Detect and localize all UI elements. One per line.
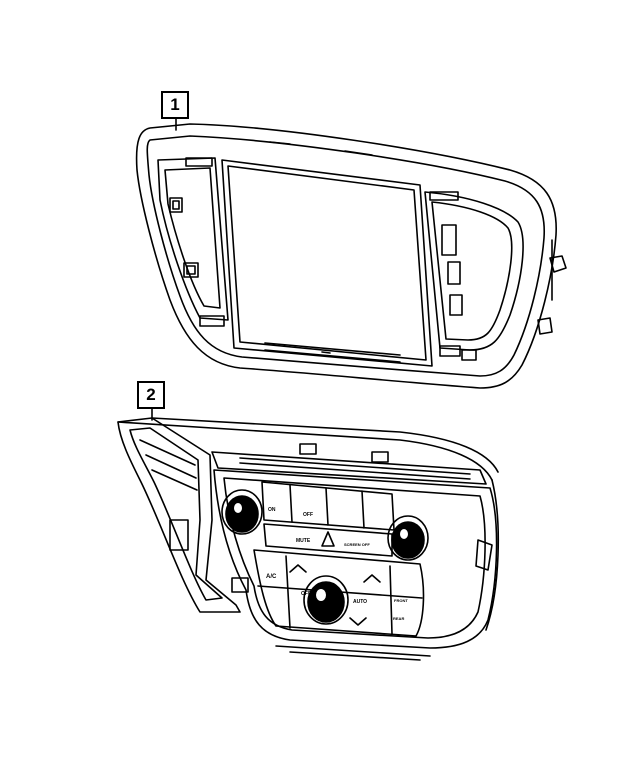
climate-divider-2 [389, 565, 393, 635]
housing-rib-3 [151, 469, 198, 491]
vent-grille [211, 451, 487, 485]
bezel-left-opening-inner [164, 167, 221, 309]
bezel-part [135, 118, 567, 389]
left-clip-lower [183, 262, 199, 278]
housing-slot [169, 519, 189, 551]
button-label-rear: REAR [393, 616, 404, 621]
screen-lower-notch [321, 351, 331, 354]
climate-block [253, 549, 425, 637]
left-tab-top [185, 157, 213, 167]
button-label-on: ON [268, 507, 276, 513]
second-button-row [263, 523, 393, 557]
temp-down-arrow [349, 617, 367, 626]
bezel-top-seam-2 [344, 150, 373, 156]
left-clip-upper-inner [172, 200, 180, 210]
button-label-auto: AUTO [353, 599, 367, 605]
temp-up-arrow-left [289, 564, 307, 573]
button-label-fan-off: OFF [301, 591, 311, 597]
upper-block-divider-3 [361, 490, 365, 529]
screen-lower-lip [264, 349, 401, 363]
vent-clip-left [299, 443, 317, 455]
bezel-top-seam [269, 141, 291, 145]
right-bracket-2 [447, 261, 461, 285]
right-bracket-1 [441, 224, 457, 256]
vent-grille-line-1 [239, 457, 471, 475]
button-label-off: OFF [303, 512, 313, 518]
bezel-outer-frame [135, 123, 557, 389]
vent-grille-line-2 [239, 462, 471, 480]
temp-up-arrow-right [363, 574, 381, 583]
screen-lower-lip-2 [264, 342, 401, 356]
left-tab-bottom [199, 315, 225, 327]
panel-bottom-line [275, 645, 431, 657]
volume-knob [225, 495, 259, 533]
panel-top-edge [117, 421, 493, 481]
right-outer-clip-lower [537, 317, 553, 335]
left-clip-upper [169, 197, 183, 213]
panel-top-edge-2 [151, 417, 499, 473]
fan-knob [307, 581, 345, 623]
climate-divider-1 [285, 555, 291, 629]
panel-right-edge [485, 479, 500, 631]
display-screen-inner [227, 165, 427, 361]
housing-rib-2 [145, 454, 197, 479]
callout-2: 2 [137, 381, 165, 409]
left-clip-lower-inner [186, 265, 196, 275]
bezel-outer-edge-inner [146, 135, 546, 377]
button-label-screen-off: SCREEN OFF [344, 542, 370, 547]
tune-knob-outer [387, 515, 429, 561]
housing-rib-1 [139, 439, 196, 466]
bezel-right-opening [424, 191, 524, 351]
right-tab-bottom-2 [461, 349, 477, 361]
button-label-mute: MUTE [296, 538, 311, 544]
volume-knob-outer [221, 489, 263, 535]
panel-left-housing-inner [129, 427, 223, 601]
volume-knob-highlight [234, 503, 242, 513]
vent-clip-right [371, 451, 389, 463]
right-bracket-3 [449, 294, 463, 316]
fan-knob-highlight [316, 589, 326, 601]
bezel-right-opening-inner [431, 201, 513, 341]
right-tab-top [429, 191, 459, 201]
faceplate-inner [223, 477, 486, 639]
button-label-ac: A/C [266, 574, 277, 580]
right-tab-bottom [439, 345, 461, 357]
display-screen [221, 159, 433, 367]
tune-knob-highlight [400, 529, 408, 539]
panel-left-housing [117, 417, 241, 613]
faceplate [213, 469, 498, 649]
callout-1: 1 [161, 91, 189, 119]
fan-knob-outer [303, 575, 349, 625]
hazard-button [321, 531, 335, 547]
upper-block-divider-1 [289, 484, 293, 523]
tune-knob [391, 521, 425, 559]
upper-block-divider-2 [325, 487, 329, 526]
button-label-front: FRONT [394, 598, 408, 603]
panel-bottom-line-2 [289, 651, 421, 661]
control-panel-part [117, 408, 500, 661]
panel-right-bracket [475, 539, 493, 571]
